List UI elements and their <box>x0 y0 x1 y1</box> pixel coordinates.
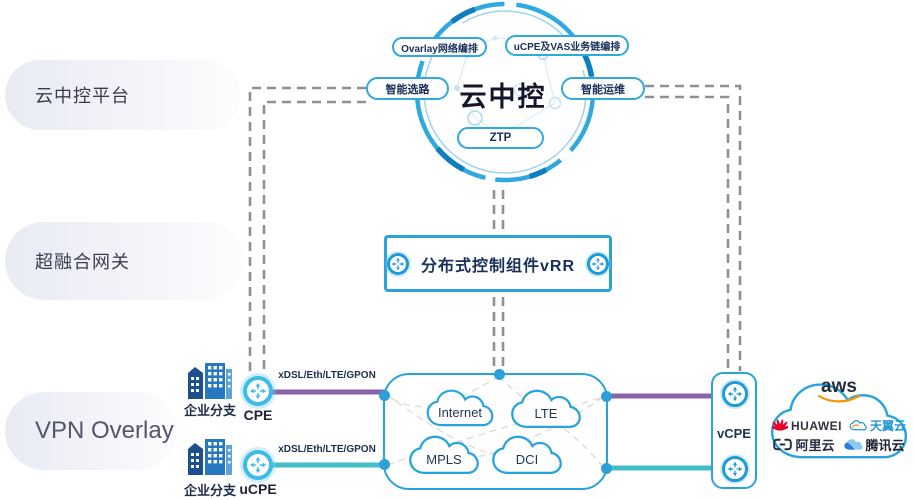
aliyun-icon <box>773 438 793 451</box>
huawei-wordmark: HUAWEI <box>790 418 842 433</box>
pill-smart-routing: 智能选路 <box>366 77 449 100</box>
cloud-lte: LTE <box>505 387 587 433</box>
cpe-label: CPE <box>243 407 273 423</box>
router-icon <box>387 252 409 275</box>
ucpe-label: uCPE <box>239 481 277 497</box>
cloud-dci: DCI <box>488 433 566 479</box>
junction-dot <box>494 369 505 380</box>
branch-site-label: 企业分支 <box>183 403 236 418</box>
router-icon <box>587 252 609 275</box>
access-link-label: xDSL/Eth/LTE/GPON <box>278 444 376 455</box>
dashed-link-right-inner <box>645 95 730 371</box>
huawei-icon <box>771 419 788 431</box>
vrr-box: 分布式控制组件vRR <box>384 235 612 292</box>
provider-row-1: HUAWEI 天翼云 <box>764 417 914 434</box>
pill-overlay-orchestration: Ovarlay网络编排 <box>392 37 487 57</box>
vrr-label: 分布式控制组件vRR <box>421 257 576 275</box>
vcpe-router-icon <box>722 381 748 407</box>
vcpe-box: vCPE <box>711 372 757 489</box>
row-label-cloud-platform: 云中控平台 <box>5 60 241 130</box>
public-cloud-providers: aws HUAWEI 天翼云 <box>764 372 914 464</box>
dashed-link-left-outer <box>248 86 366 371</box>
cpe-router-icon <box>243 376 273 406</box>
controller-title: 云中控 <box>459 82 547 112</box>
tencent-wordmark: 腾讯云 <box>865 438 905 453</box>
cloud-label: MPLS <box>426 452 462 468</box>
aws-logo: aws <box>764 376 914 404</box>
aws-wordmark: aws <box>821 376 857 397</box>
junction-dot <box>601 391 612 402</box>
underlay-network-box: Internet LTE MPLS DCI <box>383 373 608 490</box>
ctyun-wordmark: 天翼云 <box>869 419 906 433</box>
tencent-cloud-icon <box>843 438 863 450</box>
pill-ztp: ZTP <box>457 127 544 149</box>
cloud-internet: Internet <box>421 387 499 431</box>
pill-smart-ops: 智能运维 <box>561 77 645 100</box>
dashed-link-left-inner <box>262 100 366 371</box>
row-label-vpn-overlay: VPN Overlay <box>5 392 178 470</box>
junction-dot <box>379 390 390 401</box>
aws-smile-icon <box>817 394 860 403</box>
cloud-label: DCI <box>515 452 539 468</box>
access-link-label: xDSL/Eth/LTE/GPON <box>278 370 376 381</box>
inner-ring <box>423 10 587 174</box>
ctyun-icon <box>849 419 867 430</box>
dashed-link-right-outer <box>645 84 742 371</box>
enterprise-building-icon <box>188 363 232 399</box>
junction-dot <box>601 463 612 474</box>
cloud-label: Internet <box>437 405 483 421</box>
ucpe-router-icon <box>243 450 273 480</box>
cloud-label: LTE <box>534 406 558 422</box>
branch-site-label: 企业分支 <box>183 483 236 498</box>
cloud-mpls: MPLS <box>405 433 483 479</box>
vcpe-router-icon <box>722 456 748 482</box>
aliyun-wordmark: 阿里云 <box>795 438 835 453</box>
pill-ucpe-vas: uCPE及VAS业务链编排 <box>505 35 629 56</box>
row-label-gateway: 超融合网关 <box>5 222 245 300</box>
enterprise-building-icon <box>188 439 232 475</box>
provider-row-2: 阿里云 腾讯云 <box>764 435 914 454</box>
junction-dot <box>379 459 390 470</box>
vcpe-label: vCPE <box>717 426 751 441</box>
